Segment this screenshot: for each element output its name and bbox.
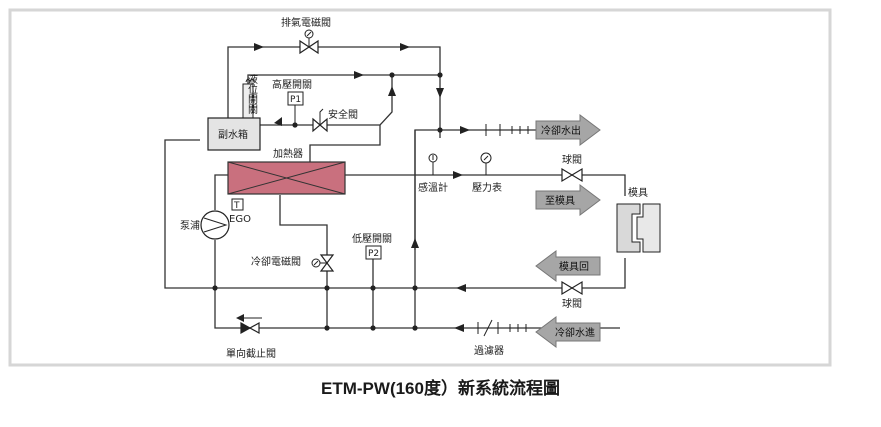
pump-label: 泵浦 (180, 219, 200, 232)
exhaust-valve-label: 排氣電磁閥 (281, 16, 331, 29)
filter-icon (477, 319, 527, 337)
diagram-border (8, 8, 832, 367)
sub-tank-label: 副水箱 (218, 128, 248, 141)
cooling-out-fitting-icon (485, 124, 529, 136)
cooling-solenoid-label: 冷卻電磁閥 (251, 255, 301, 268)
cooling-water-out-label: 冷卻水出 (541, 124, 581, 137)
thermometer-icon (428, 153, 438, 175)
mold-icon (616, 203, 661, 253)
cooling-water-in-label: 冷卻水進 (555, 326, 595, 339)
mold-return-label: 模具回 (559, 261, 589, 273)
junction-dots (212, 72, 443, 331)
mold-label: 模具 (628, 187, 648, 199)
safety-valve-label: 安全閥 (328, 108, 358, 121)
diagram-caption: ETM-PW(160度）新系統流程圖 (321, 379, 560, 398)
heater-label: 加熱器 (273, 147, 303, 160)
p2-label: P2 (368, 249, 379, 259)
exhaust-valve-icon (299, 29, 319, 55)
cooling-water-in-arrow: 冷卻水進 (535, 316, 601, 348)
ball-valve-top-icon (561, 167, 583, 183)
cooling-solenoid-icon (311, 254, 335, 272)
ego-label: EGO (229, 214, 251, 225)
to-mold-arrow: 至模具 (535, 184, 601, 216)
check-valve-label: 單向截止閥 (226, 347, 276, 360)
ball-valve-top-label: 球閥 (562, 153, 582, 166)
cooling-water-out-arrow: 冷卻水出 (535, 114, 601, 146)
thermometer-label: 感溫計 (418, 181, 448, 194)
check-valve-icon (236, 314, 262, 335)
to-mold-label: 至模具 (545, 195, 575, 207)
level-gauge-label: 液位開關 (246, 73, 258, 115)
low-pressure-switch-label: 低壓開關 (352, 232, 392, 245)
sub-tank (207, 117, 261, 151)
t-sensor-box (231, 198, 244, 211)
pump-icon (200, 210, 230, 240)
high-pressure-switch-label: 高壓開關 (272, 78, 312, 91)
ball-valve-bottom-label: 球閥 (562, 297, 582, 310)
pressure-gauge-label: 壓力表 (472, 181, 502, 194)
mold-return-arrow: 模具回 (535, 250, 601, 282)
ball-valve-bottom-icon (561, 280, 583, 296)
p2-box (365, 245, 382, 260)
flow-arrows (254, 43, 470, 332)
filter-label: 過濾器 (474, 344, 504, 357)
pressure-gauge-icon (480, 152, 492, 175)
safety-valve-icon (312, 108, 328, 133)
t-sensor-label: T (233, 201, 240, 211)
p1-label: P1 (290, 95, 301, 105)
